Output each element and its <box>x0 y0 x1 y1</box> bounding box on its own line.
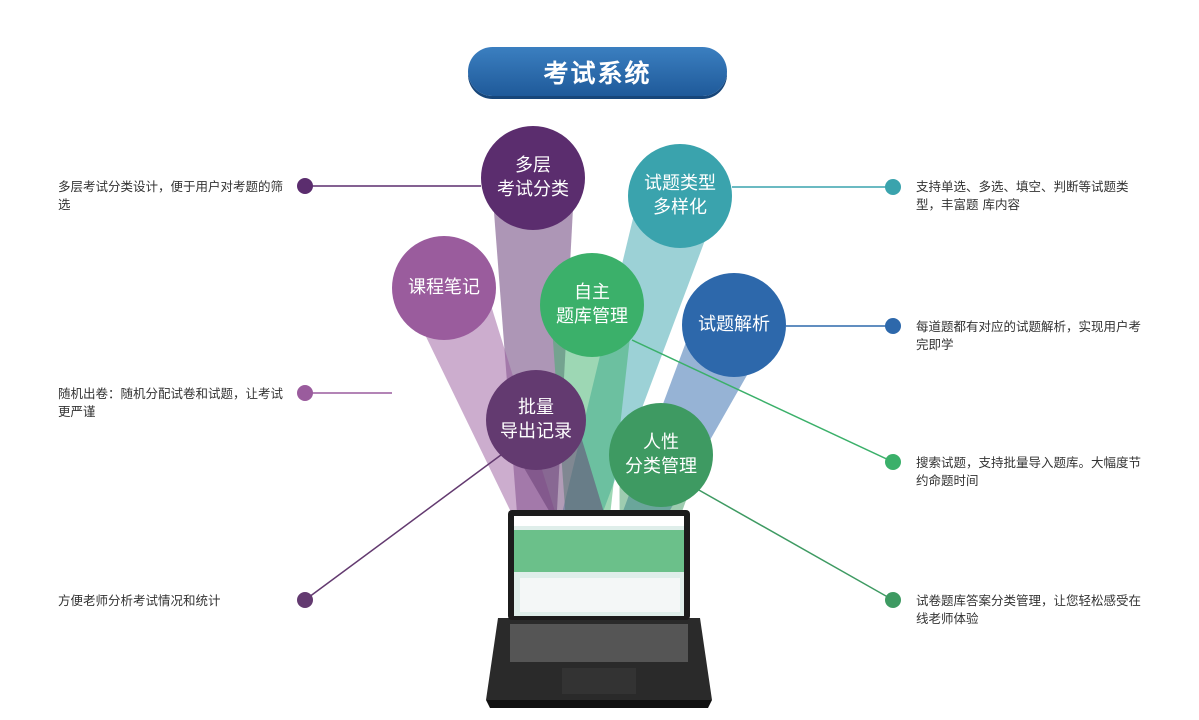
connector-dot <box>297 592 313 608</box>
feature-circle: 多层 考试分类 <box>481 126 585 230</box>
feature-circle: 自主 题库管理 <box>540 253 644 357</box>
connector-dot <box>885 179 901 195</box>
page-title: 考试系统 <box>468 47 727 96</box>
feature-description: 搜索试题，支持批量导入题库。大幅度节约命题时间 <box>916 455 1142 488</box>
feature-description: 多层考试分类设计，便于用户对考题的筛选 <box>58 179 284 212</box>
connector-dot <box>885 592 901 608</box>
feature-description: 试卷题库答案分类管理，让您轻松感受在线老师体验 <box>916 593 1142 626</box>
connector-dot <box>885 454 901 470</box>
connector-line <box>304 451 506 601</box>
connector-line <box>631 339 894 463</box>
feature-description: 随机出卷：随机分配试卷和试题，让考试更严谨 <box>58 386 284 419</box>
feature-circle: 人性 分类管理 <box>609 403 713 507</box>
feature-circle: 批量 导出记录 <box>486 370 586 470</box>
feature-circle: 试题解析 <box>682 273 786 377</box>
connector-dot <box>885 318 901 334</box>
feature-circle: 课程笔记 <box>392 236 496 340</box>
laptop-image <box>486 510 712 708</box>
feature-description: 每道题都有对应的试题解析，实现用户考完即学 <box>916 319 1142 352</box>
connector-line <box>689 484 894 601</box>
feature-circle: 试题类型 多样化 <box>628 144 732 248</box>
feature-description: 支持单选、多选、填空、判断等试题类型，丰富题 库内容 <box>916 179 1129 212</box>
feature-description: 方便老师分析考试情况和统计 <box>58 593 221 608</box>
connector-dot <box>297 385 313 401</box>
connector-dot <box>297 178 313 194</box>
